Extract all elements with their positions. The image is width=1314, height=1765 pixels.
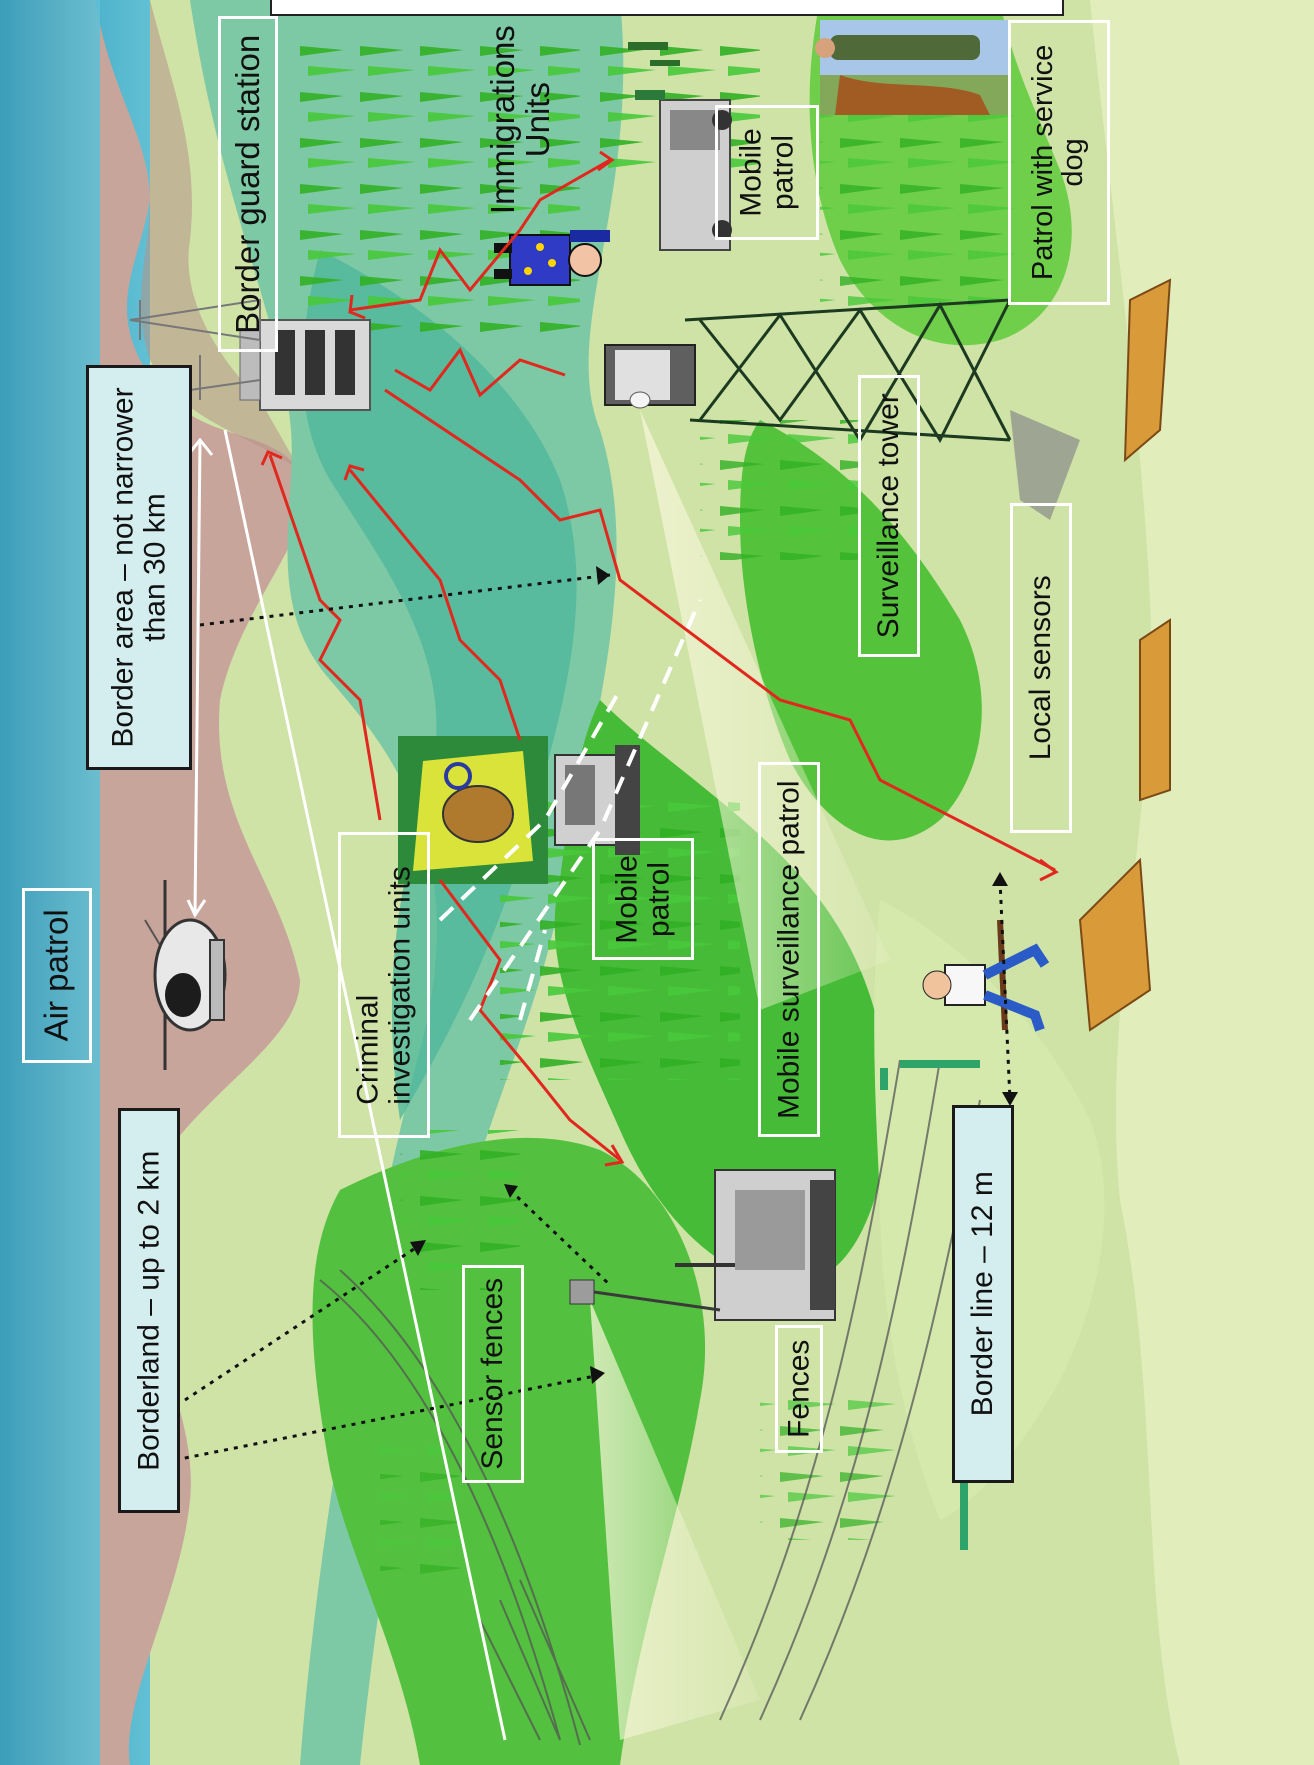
mobile-patrol-top-text: Mobile patrol xyxy=(734,128,800,217)
local-sensors-text: Local sensors xyxy=(1024,575,1058,761)
fences-text: Fences xyxy=(782,1339,816,1439)
armed-intruder-icon xyxy=(922,919,1050,1032)
label-surveillance-tower: Surveillance tower xyxy=(858,375,920,657)
border-area-text: Border area – not narrower than 30 km xyxy=(106,387,172,748)
antenna-mast-icon xyxy=(129,298,261,400)
label-fences: Fences xyxy=(775,1325,823,1453)
label-border-guard-station: Border guard station xyxy=(218,16,278,352)
label-mobile-patrol-top: Mobile patrol xyxy=(715,105,819,240)
top-frame-bar xyxy=(270,0,1064,16)
armored-vehicle-icon xyxy=(675,1169,836,1321)
criminal-line1: Criminal xyxy=(351,994,385,1105)
label-sensor-fences: Sensor fences xyxy=(462,1265,524,1483)
label-border-area: Border area – not narrower than 30 km xyxy=(86,365,192,770)
border-guard-station-text: Border guard station xyxy=(228,34,266,334)
surveillance-tower-icon xyxy=(604,298,1080,520)
mobile-patrol-mid-line2: patrol xyxy=(642,861,675,937)
criminal-investigation-dog-badge xyxy=(398,736,548,884)
mountain-shadow xyxy=(141,0,300,470)
immigration-line2: Units xyxy=(518,82,556,158)
patrol-dog-line1: Patrol with service xyxy=(1027,44,1060,281)
patrol-with-dog-text: Patrol with service dog xyxy=(1027,44,1090,281)
dotted-arrowheads xyxy=(410,566,1018,1384)
mobile-patrol-top-line2: patrol xyxy=(766,134,799,211)
border-area-line1: Border area – not narrower xyxy=(106,387,140,748)
police-officer-icon xyxy=(494,230,610,286)
tracked-vehicle-icon xyxy=(554,745,640,855)
communication-links xyxy=(268,158,1056,1162)
label-patrol-with-dog: Patrol with service dog xyxy=(1008,20,1110,305)
immigration-line1: Immigrations xyxy=(483,25,521,215)
sensor-camera-icon xyxy=(569,1279,721,1312)
patrol-dog-line2: dog xyxy=(1058,138,1090,187)
helicopter-icon xyxy=(144,880,227,1070)
mobile-patrol-mid-line1: Mobile xyxy=(610,854,644,944)
link-arrowheads xyxy=(260,150,1059,1167)
small-soldiers-icon xyxy=(628,42,680,66)
tower-beam xyxy=(640,410,890,1010)
valley-teal xyxy=(302,250,577,1120)
border-area-line2: than 30 km xyxy=(138,493,172,642)
label-criminal-investigation: Criminal investigation units xyxy=(338,832,430,1138)
surveillance-tower-text: Surveillance tower xyxy=(872,393,906,639)
border-line-text: Border line – 12 m xyxy=(966,1171,1000,1417)
mobile-patrol-top-line1: Mobile xyxy=(734,128,768,217)
dotted-arrows xyxy=(174,573,1012,1462)
air-patrol-text: Air patrol xyxy=(37,909,75,1042)
immigration-units-text: Immigrations Units xyxy=(483,25,556,215)
mobile-patrol-vehicle-icon xyxy=(635,90,732,251)
soldier-with-dog-photo xyxy=(815,20,1010,115)
dashed-patrol-paths xyxy=(438,599,702,1022)
criminal-line2: investigation units xyxy=(383,865,417,1105)
label-borderland: Borderland – up to 2 km xyxy=(118,1108,180,1513)
mobile-surveillance-patrol-text: Mobile surveillance patrol xyxy=(772,780,806,1119)
criminal-investigation-text: Criminal investigation units xyxy=(351,865,417,1105)
label-immigration-units: Immigrations Units xyxy=(470,10,570,230)
borderland-text: Borderland – up to 2 km xyxy=(132,1150,166,1471)
label-air-patrol: Air patrol xyxy=(22,888,92,1063)
label-mobile-surveillance-patrol: Mobile surveillance patrol xyxy=(758,762,820,1137)
camera-beam xyxy=(590,1300,760,1740)
local-sensor-icon xyxy=(1078,278,1172,1032)
label-mobile-patrol-mid: Mobile patrol xyxy=(592,838,694,960)
label-local-sensors: Local sensors xyxy=(1010,503,1072,833)
sensor-fences-text: Sensor fences xyxy=(476,1278,510,1470)
mobile-patrol-mid-text: Mobile patrol xyxy=(610,854,676,944)
label-border-line: Border line – 12 m xyxy=(952,1105,1014,1483)
air-links xyxy=(186,429,507,1741)
border-guard-station-icon xyxy=(239,319,371,411)
